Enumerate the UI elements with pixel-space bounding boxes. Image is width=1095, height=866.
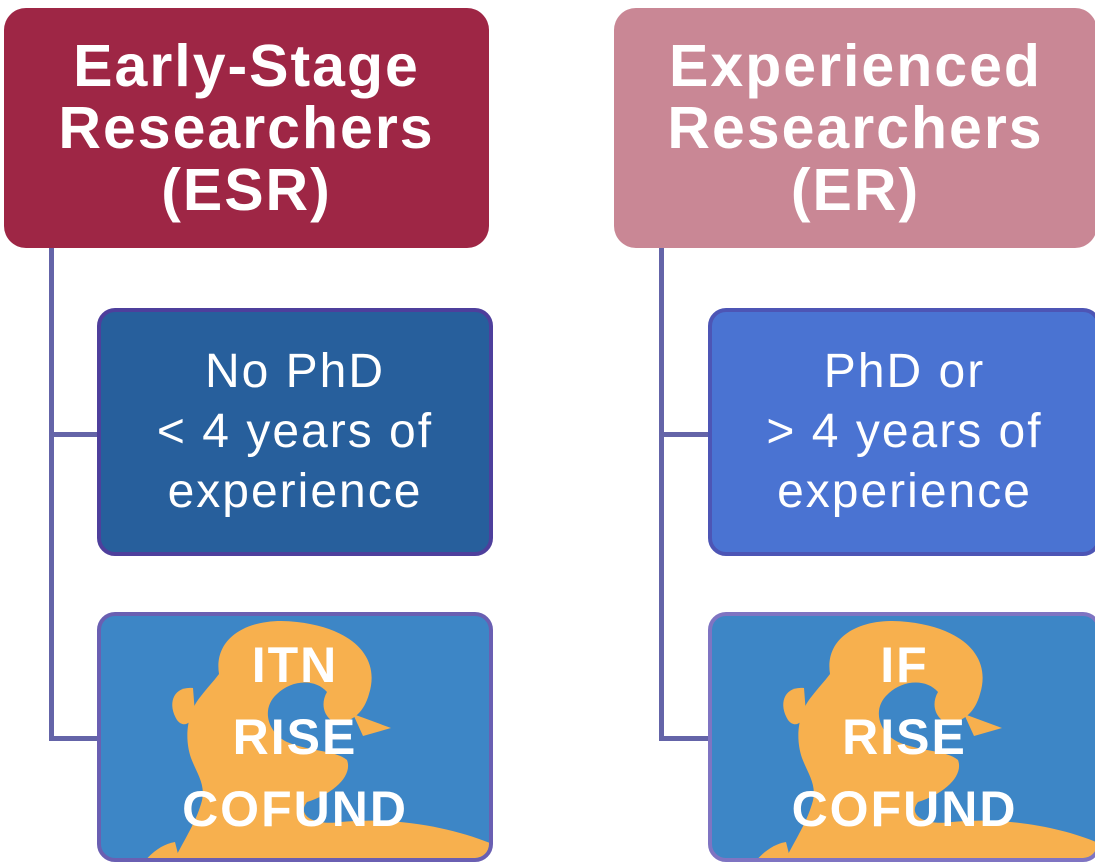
marie-curie-silhouette-icon: [147, 621, 489, 858]
er-criteria-line-2: > 4 years of: [766, 405, 1043, 458]
esr-header-box: Early-Stage Researchers (ESR): [4, 8, 489, 248]
esr-criteria-line-1: No PhD: [204, 345, 386, 398]
er-criteria-box: PhD or > 4 years of experience: [708, 308, 1095, 556]
esr-connector-vertical: [49, 248, 54, 740]
esr-connector-to-criteria: [49, 432, 101, 437]
marie-curie-silhouette-icon: [758, 621, 1095, 858]
esr-programme-itn: ITN: [251, 637, 339, 693]
er-header-box: Experienced Researchers (ER): [614, 8, 1095, 248]
er-connector-to-programmes: [659, 736, 711, 741]
esr-programmes-box: ITN RISE COFUND: [97, 612, 493, 862]
er-programme-rise: RISE: [842, 709, 967, 765]
er-programmes-box: IF RISE COFUND: [708, 612, 1095, 862]
er-programme-cofund: COFUND: [791, 781, 1018, 837]
esr-title-line-3: (ESR): [161, 157, 332, 223]
er-programme-if: IF: [880, 637, 929, 693]
esr-programme-cofund: COFUND: [182, 781, 408, 837]
esr-criteria-box: No PhD < 4 years of experience: [97, 308, 493, 556]
esr-title-line-2: Researchers: [58, 95, 435, 161]
esr-connector-to-programmes: [49, 736, 101, 741]
esr-programme-rise: RISE: [232, 709, 358, 765]
er-title-line-1: Experienced: [669, 33, 1042, 99]
er-criteria-line-3: experience: [777, 465, 1032, 518]
er-title-line-2: Researchers: [667, 95, 1044, 161]
er-connector-to-criteria: [659, 432, 711, 437]
esr-criteria-line-2: < 4 years of: [156, 405, 434, 458]
er-criteria-line-1: PhD or: [823, 345, 986, 398]
esr-criteria-line-3: experience: [167, 465, 423, 518]
er-connector-vertical: [659, 248, 664, 740]
er-title-line-3: (ER): [790, 157, 921, 223]
esr-title-line-1: Early-Stage: [73, 33, 420, 99]
